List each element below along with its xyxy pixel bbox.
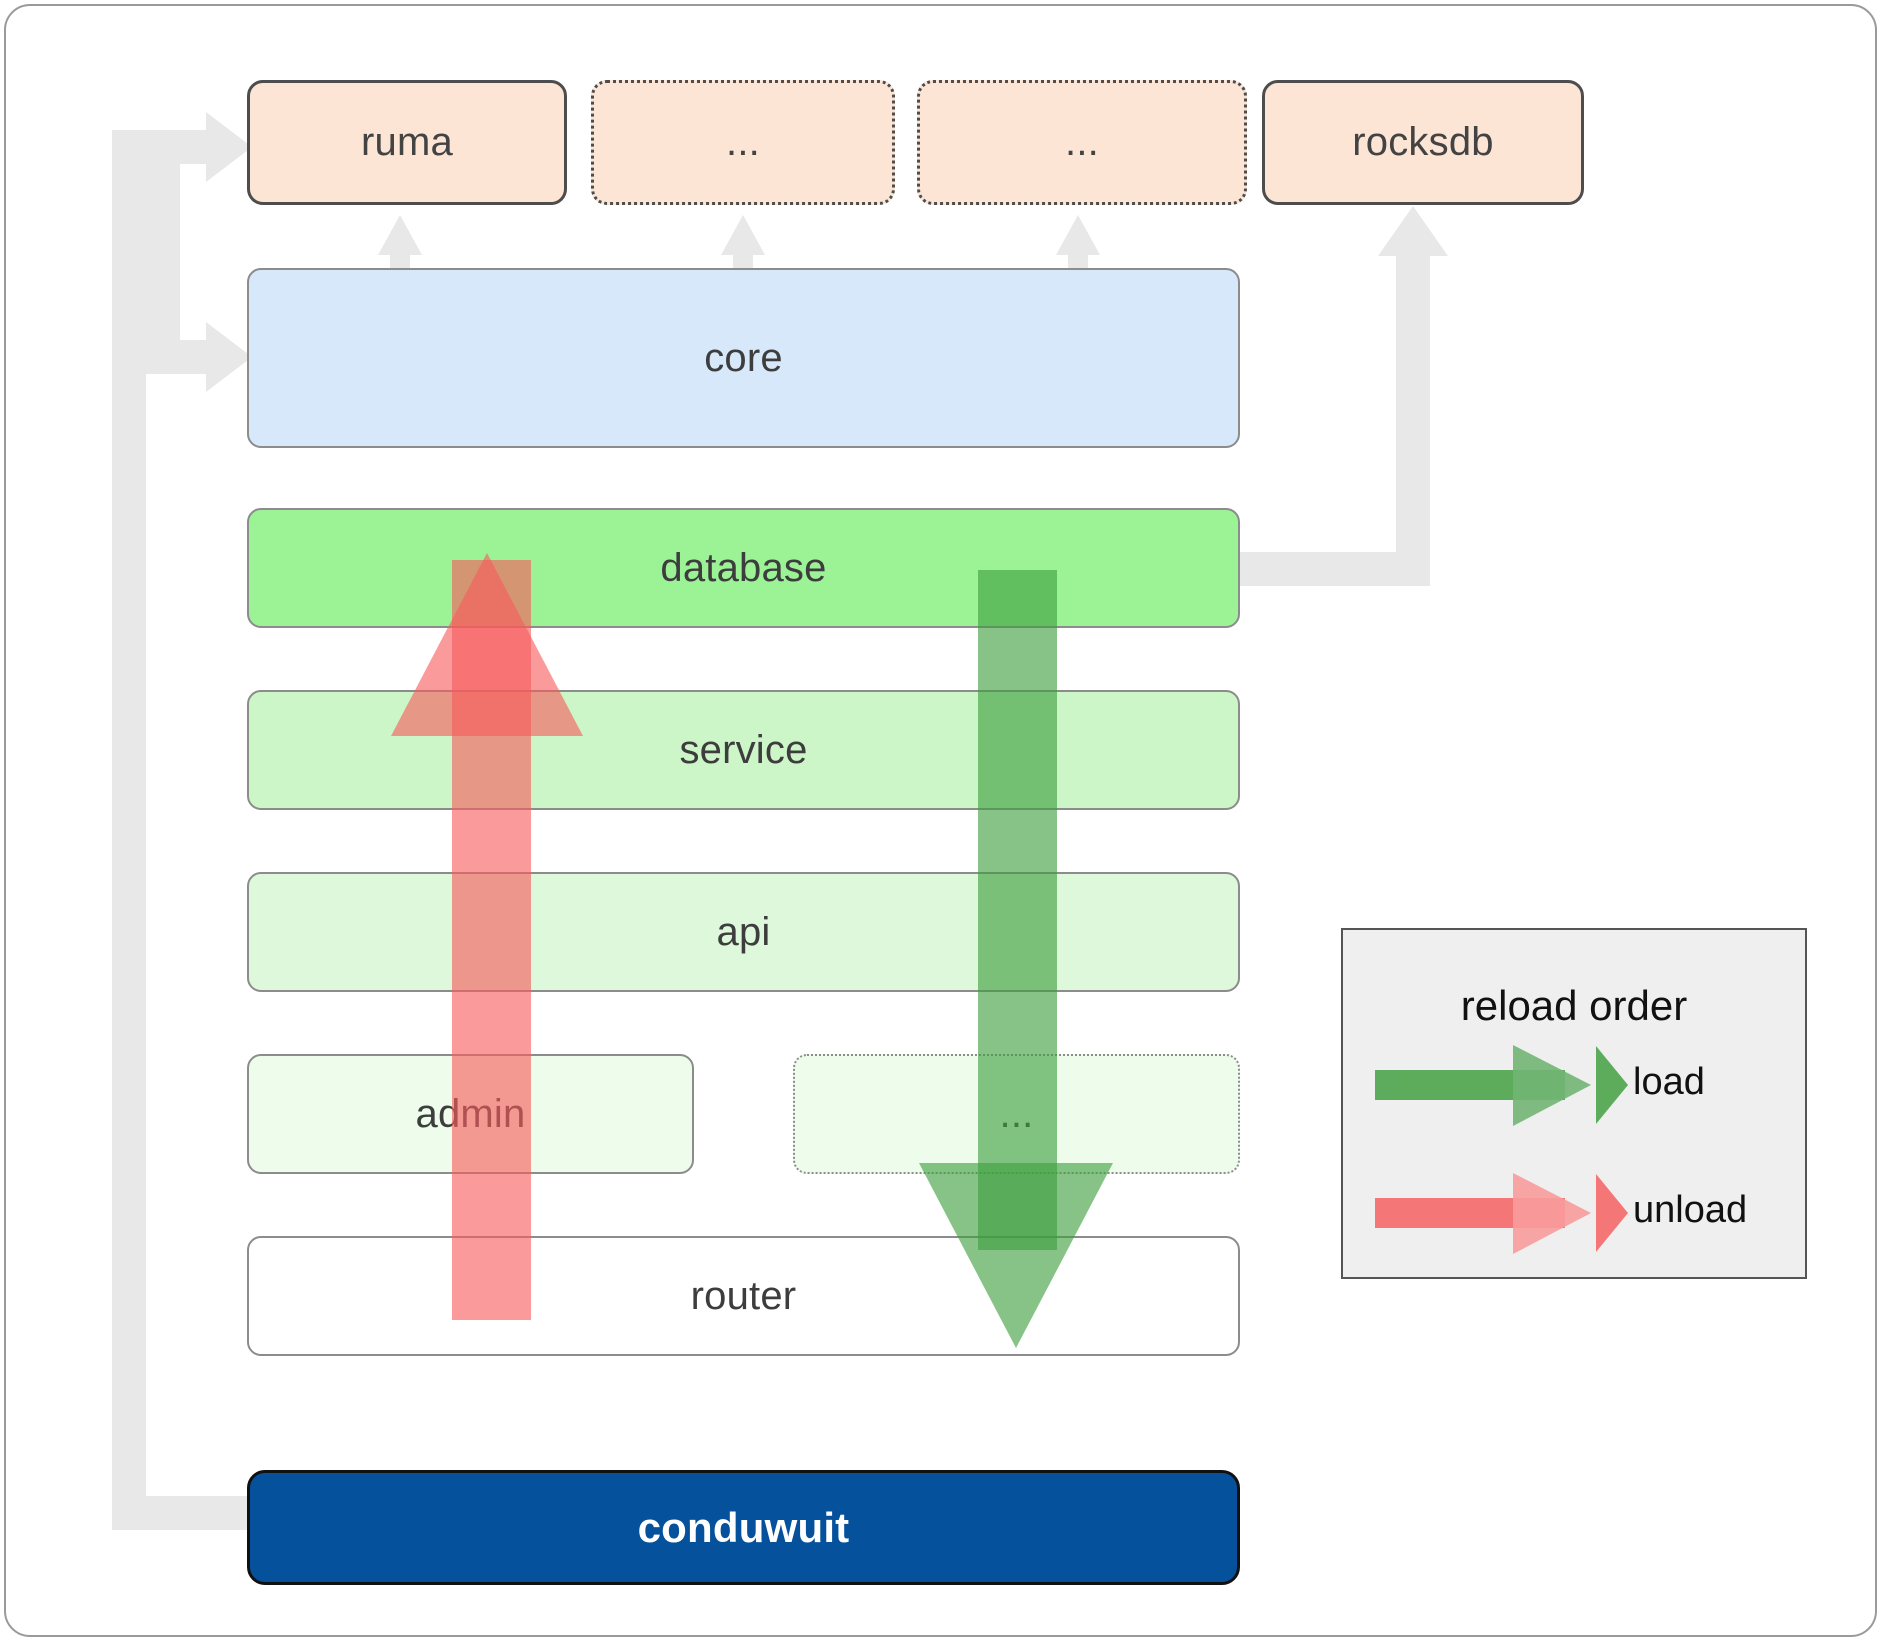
diagram-frame: [4, 4, 1877, 1637]
layer-box-ellipsis[interactable]: ...: [793, 1054, 1240, 1174]
dependency-label: ruma: [361, 120, 453, 164]
legend-arrow-shapes: [1375, 1045, 1628, 1254]
dependency-label: ...: [726, 120, 760, 164]
legend-label-load: load: [1633, 1061, 1705, 1103]
layer-label: service: [679, 727, 808, 772]
layer-box-service[interactable]: service: [247, 690, 1240, 810]
layer-box-router[interactable]: router: [247, 1236, 1240, 1356]
layer-label: ...: [999, 1091, 1034, 1136]
dependency-box-ruma[interactable]: ruma: [247, 80, 567, 205]
layer-label: core: [704, 335, 783, 380]
legend-panel: reload order load unload: [1341, 928, 1807, 1279]
layer-label: router: [690, 1273, 797, 1318]
layer-label: api: [716, 909, 771, 954]
legend-load-arrow: [1375, 1045, 1628, 1126]
dependency-label: ...: [1065, 120, 1099, 164]
dependency-box-ellipsis-1[interactable]: ...: [591, 80, 895, 205]
dependency-box-ellipsis-2[interactable]: ...: [917, 80, 1247, 205]
layer-box-core[interactable]: core: [247, 268, 1240, 448]
layer-label: database: [660, 545, 827, 590]
layer-label: admin: [415, 1091, 526, 1136]
dependency-box-rocksdb[interactable]: rocksdb: [1262, 80, 1584, 205]
legend-title: reload order: [1460, 982, 1688, 1029]
dependency-label: rocksdb: [1352, 120, 1494, 164]
layer-box-api[interactable]: api: [247, 872, 1240, 992]
root-box-conduwuit[interactable]: conduwuit: [247, 1470, 1240, 1585]
legend-unload-arrow: [1375, 1173, 1628, 1254]
root-label: conduwuit: [637, 1503, 850, 1551]
layer-box-admin[interactable]: admin: [247, 1054, 694, 1174]
layer-box-database[interactable]: database: [247, 508, 1240, 628]
legend-label-unload: unload: [1633, 1189, 1748, 1231]
